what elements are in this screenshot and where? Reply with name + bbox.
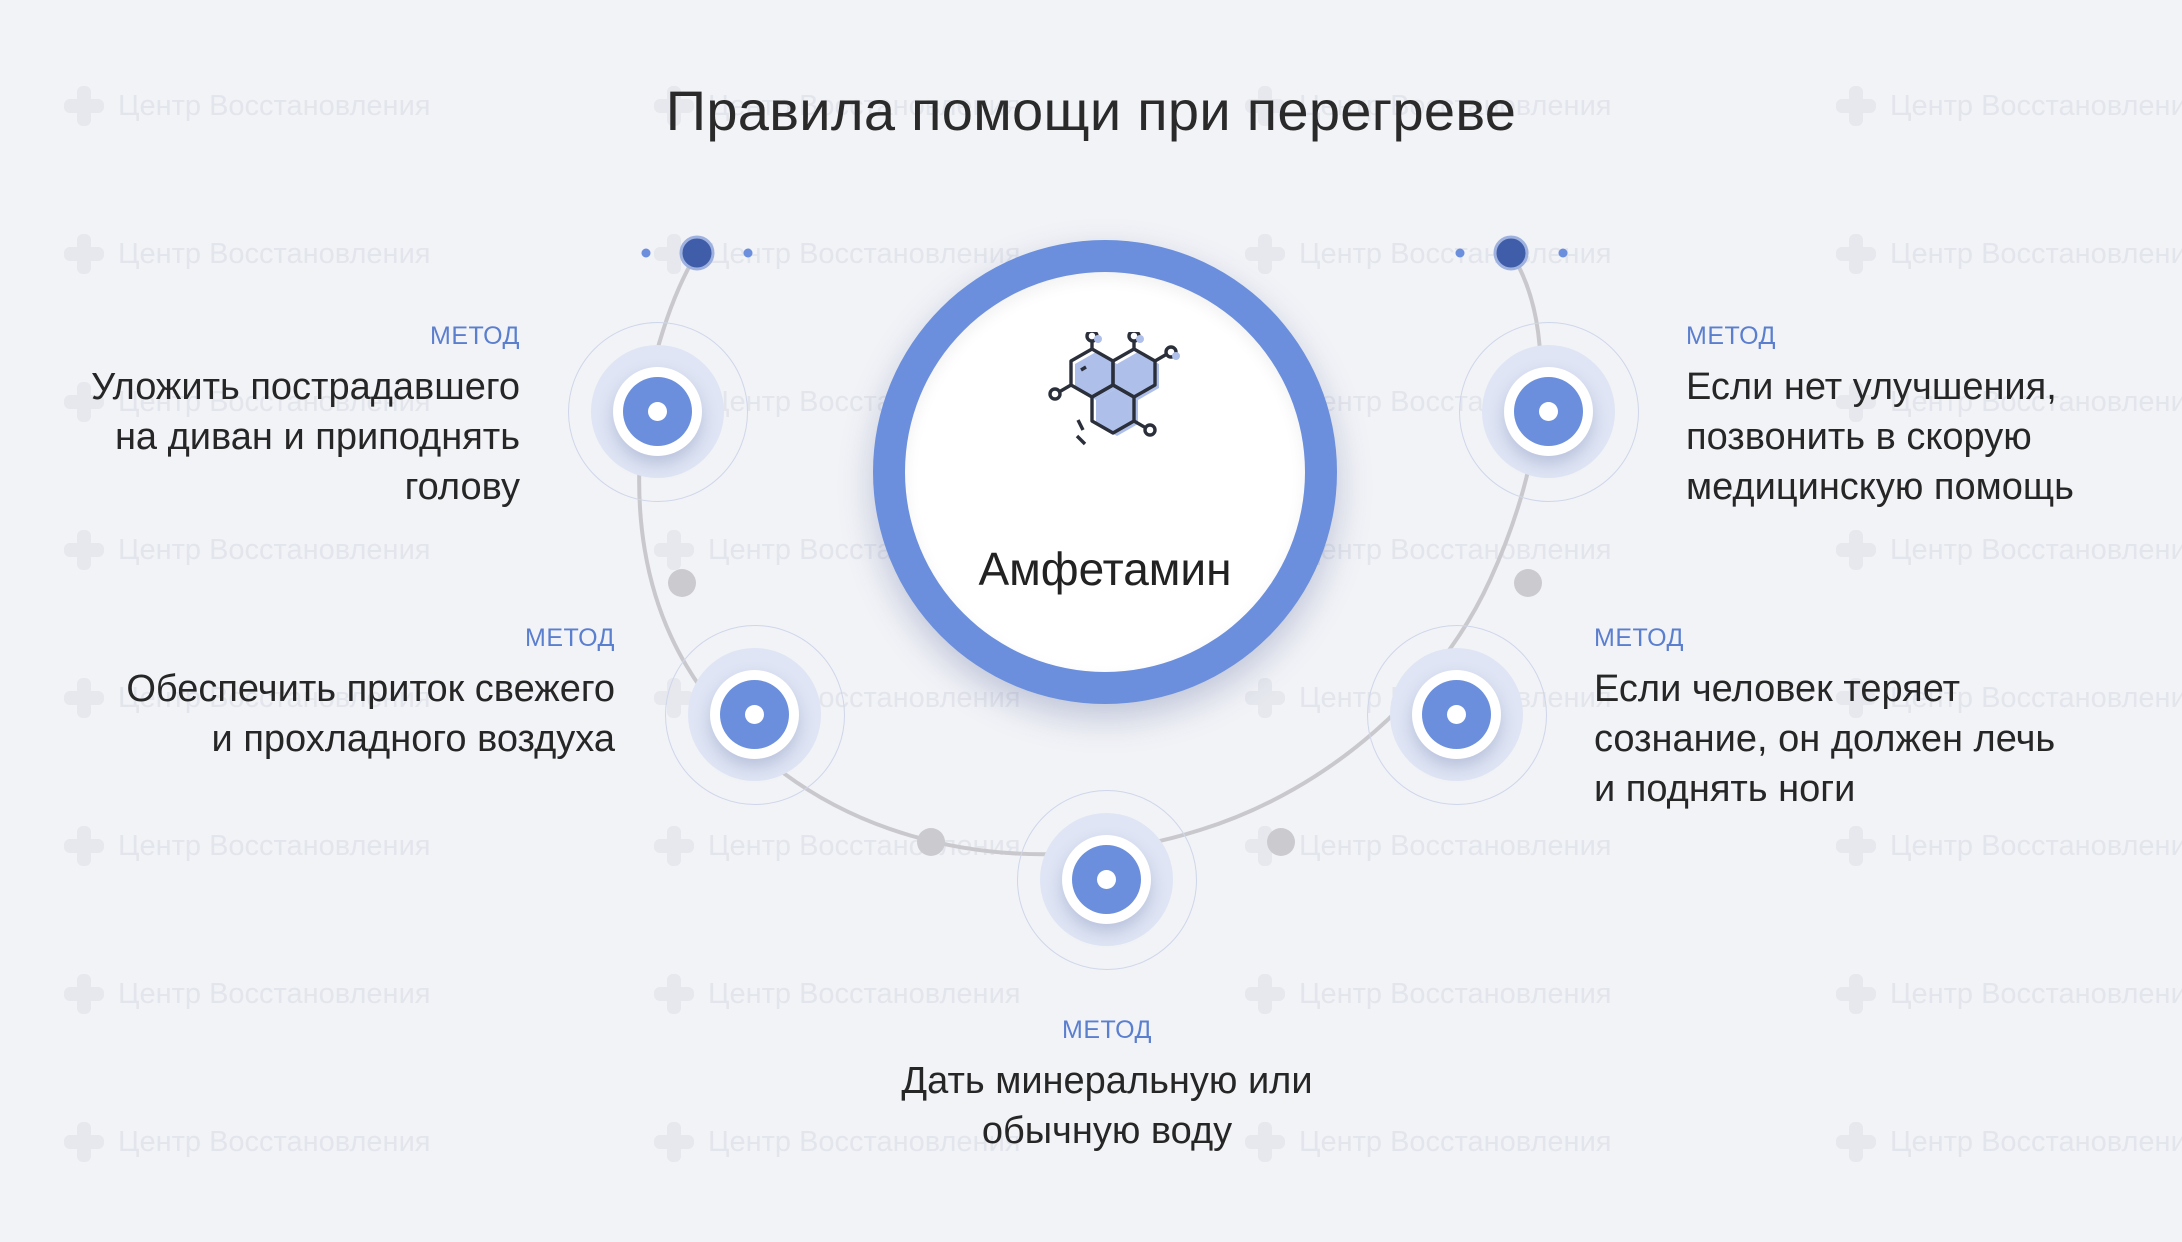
endpoint-left bbox=[679, 235, 715, 271]
molecule-icon bbox=[1048, 332, 1180, 446]
center-circle: Амфетамин bbox=[905, 272, 1305, 672]
method-text-4: Если человек теряет сознание, он должен … bbox=[1594, 668, 2056, 810]
method-node-5 bbox=[1459, 322, 1639, 502]
endpoint-right-dot-b bbox=[1558, 248, 1568, 258]
method-text-3: Дать минеральную или обычную воду bbox=[901, 1060, 1313, 1152]
method-node-3 bbox=[1017, 790, 1197, 970]
method-node-1 bbox=[568, 322, 748, 502]
method-label-5: МЕТОД bbox=[1686, 322, 1776, 350]
endpoint-left-dot-a bbox=[641, 248, 651, 258]
method-label-2: МЕТОД bbox=[525, 624, 615, 652]
page-title: Правила помощи при перегреве bbox=[665, 79, 1517, 142]
method-text-1: Уложить пострадавшего на диван и приподн… bbox=[91, 366, 520, 508]
center-ring: Амфетамин bbox=[873, 240, 1337, 704]
method-node-2 bbox=[665, 625, 845, 805]
method-text-2: Обеспечить приток свежего и прохладного … bbox=[126, 668, 615, 760]
track-dot bbox=[668, 569, 696, 597]
center-label: Амфетамин bbox=[978, 543, 1232, 595]
method-node-4 bbox=[1367, 625, 1547, 805]
track-dot bbox=[1267, 828, 1295, 856]
track-dot bbox=[1514, 569, 1542, 597]
method-label-3: МЕТОД bbox=[1062, 1016, 1152, 1044]
method-label-1: МЕТОД bbox=[430, 322, 520, 350]
method-text-5: Если нет улучшения, позвонить в скорую м… bbox=[1686, 366, 2074, 508]
endpoint-right bbox=[1493, 235, 1529, 271]
endpoint-right-dot-a bbox=[1455, 248, 1465, 258]
method-label-4: МЕТОД bbox=[1594, 624, 1684, 652]
track-dot bbox=[917, 828, 945, 856]
endpoint-left-dot-b bbox=[743, 248, 753, 258]
